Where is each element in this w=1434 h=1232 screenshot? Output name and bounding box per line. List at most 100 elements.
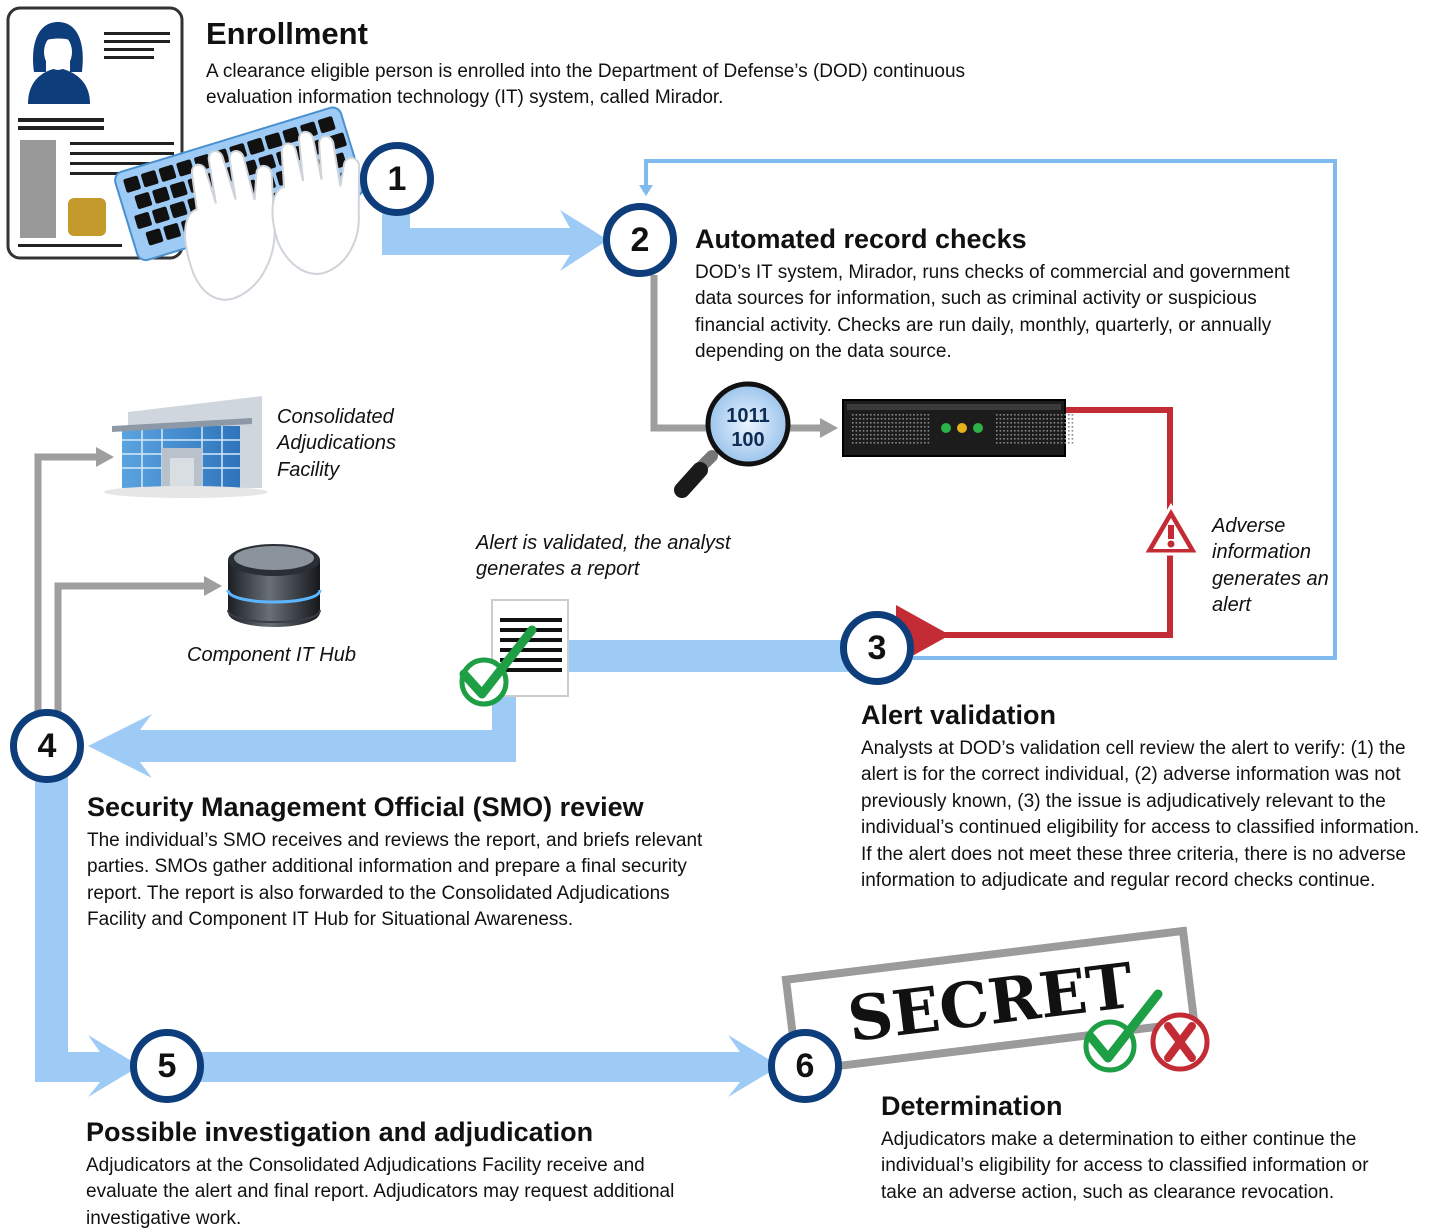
server-vent [862,426,865,428]
magnifier-icon: 1011 100 [674,381,791,498]
server-vent [877,426,879,428]
server-vent [1057,438,1059,440]
step-1-title: Enrollment [206,16,368,51]
server-vent [898,426,901,428]
server-vent [1071,438,1074,440]
server-vent [920,426,922,428]
server-vent [1053,430,1056,432]
server-vent [877,438,879,440]
server-vent [880,414,883,416]
server-vent [909,430,912,432]
server-vent [1039,434,1041,436]
server-vent [927,430,930,432]
step-badge-1: 1 [360,142,434,216]
server-vent [1046,430,1048,432]
server-vent [924,418,926,420]
server-vent [999,418,1002,420]
server-vent [927,426,930,428]
server-vent [1046,442,1048,444]
server-vent [913,442,915,444]
step-1-description: A clearance eligible person is enrolled … [206,61,966,109]
server-vent [852,418,854,420]
keyboard-key [134,192,153,209]
server-vent [1035,442,1038,444]
server-vent [880,434,883,436]
server-vent [1064,422,1066,424]
server-vent [1068,426,1070,428]
server-vent [999,422,1002,424]
server-vent [1014,418,1016,420]
server-vent [880,422,883,424]
step-4-description: The individual’s SMO receives and review… [87,830,703,931]
server-vent [1064,438,1066,440]
building-icon [104,396,268,498]
stamp-check-icon [1083,989,1163,1073]
server-vent [916,426,919,428]
server-vent [906,438,908,440]
server-vent [852,434,854,436]
server-vent [906,442,908,444]
server-vent [1064,418,1066,420]
loop-line [644,159,1337,660]
server-vent [888,434,890,436]
server-vent [1035,418,1038,420]
server-vent [891,438,894,440]
server-vent [1042,422,1045,424]
server-vent [1035,430,1038,432]
server-vent [1068,414,1070,416]
server-vent [913,426,915,428]
server-vent [913,430,915,432]
server-vent [1068,422,1070,424]
server-vent [1024,418,1027,420]
server-vent [1068,434,1070,436]
server-vent [1024,442,1027,444]
server-vent [1050,426,1052,428]
server-vent [862,442,865,444]
server-vent [909,442,912,444]
server-vent [888,430,890,432]
server-vent [1028,426,1030,428]
step-5-title: Possible investigation and adjudication [86,1117,594,1147]
server-vent [1039,418,1041,420]
server-vent [902,422,904,424]
server-vent [895,434,897,436]
server-vent [924,426,926,428]
keyboard-key [282,127,301,144]
server-vent [1068,418,1070,420]
server-vent [1064,414,1066,416]
server-vent [1042,434,1045,436]
server-vent [906,418,908,420]
server-vent [1060,434,1063,436]
server-vent [852,414,854,416]
server-vent [1064,426,1066,428]
server-vent [1039,422,1041,424]
server-vent [1050,414,1052,416]
server-vent [880,430,883,432]
server-vent [920,438,922,440]
gray-connectors [34,275,822,712]
server-vent [891,430,894,432]
server-vent [1003,426,1005,428]
server-vent [1064,442,1066,444]
server-vent [1006,418,1009,420]
server-vent [1035,438,1038,440]
server-vent [1035,414,1038,416]
keyboard-key [123,175,141,193]
server-vent [1053,438,1056,440]
server-vent [1021,418,1023,420]
server-vent [880,442,883,444]
server-vent [1050,434,1052,436]
server-vent [895,442,897,444]
binary-bottom: 100 [731,429,764,451]
server-vent [1017,430,1020,432]
server-vent [859,422,861,424]
server-vent [888,414,890,416]
server-vent [859,430,861,432]
server-vent [895,414,897,416]
server-icon [842,399,1074,457]
server-vent [920,422,922,424]
server-vent [1003,422,1005,424]
server-vent [895,426,897,428]
server-vent [1028,422,1030,424]
server-vent [880,418,883,420]
